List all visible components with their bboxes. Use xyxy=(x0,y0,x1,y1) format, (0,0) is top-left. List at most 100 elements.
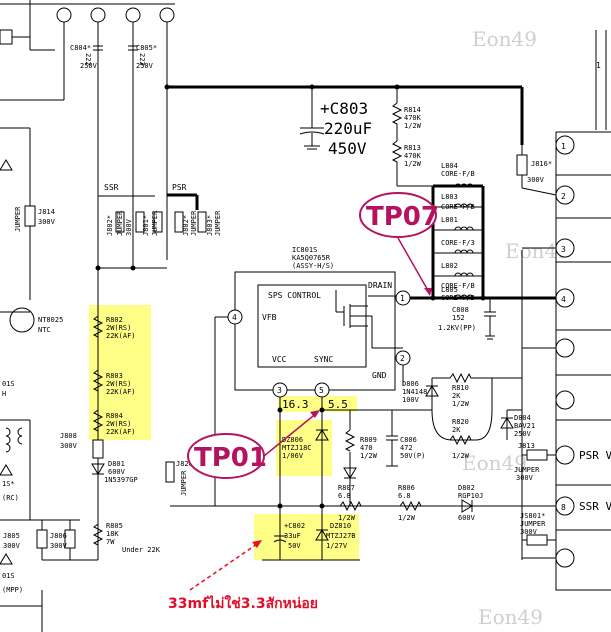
svg-text:C806: C806 xyxy=(400,436,417,444)
svg-text:JUMPER: JUMPER xyxy=(151,210,159,236)
resistor-r810: R810 2K 1/2W xyxy=(432,372,522,408)
svg-text:R805: R805 xyxy=(106,522,123,530)
pin-number: 3 xyxy=(277,386,282,395)
resistor-r804: R804 2W(RS) 22K(AF) xyxy=(92,409,136,436)
svg-text:D802: D802 xyxy=(458,484,475,492)
jumper-j820: J820* JUMPER xyxy=(165,460,197,496)
jumper-j805: J805 300V xyxy=(3,520,48,560)
svg-text:250V: 250V xyxy=(514,430,532,438)
svg-text:DZ810: DZ810 xyxy=(330,522,351,530)
svg-text:2W(RS): 2W(RS) xyxy=(106,420,131,428)
svg-text:100V: 100V xyxy=(402,396,420,404)
svg-text:TP07: TP07 xyxy=(366,202,439,232)
svg-text:NT8025: NT8025 xyxy=(38,316,63,324)
zener-dz810: DZ810 MTZJ27B 1/27V xyxy=(315,522,356,550)
pin-label-vcc: VCC xyxy=(272,355,287,364)
svg-text:R803: R803 xyxy=(106,372,123,380)
svg-text:2K: 2K xyxy=(452,426,461,434)
diode-d802: D802 RGP10J 600V xyxy=(458,484,483,522)
svg-text:R813: R813 xyxy=(404,144,421,152)
test-point-tp07: TP07 xyxy=(359,192,439,296)
svg-text:1: 1 xyxy=(596,61,601,70)
svg-text:NTC: NTC xyxy=(38,326,51,334)
svg-text:C808: C808 xyxy=(452,306,469,314)
left-label: (MPP) xyxy=(2,586,23,594)
jumper-j808: J808 300V xyxy=(60,432,104,459)
svg-text:JS801*: JS801* xyxy=(520,512,545,520)
left-label: H xyxy=(2,390,6,398)
highlight-ic-voltages xyxy=(278,396,357,412)
svg-text:J814: J814 xyxy=(38,208,55,216)
svg-text:+C803: +C803 xyxy=(320,99,368,118)
svg-text:CORE-F/B: CORE-F/B xyxy=(441,170,475,178)
svg-text:250V: 250V xyxy=(80,62,98,70)
svg-text:1N5397GP: 1N5397GP xyxy=(104,476,138,484)
voltage-sync: 5.5 xyxy=(328,398,348,411)
resistor-r807: R807 6.8 1/2W xyxy=(338,484,362,522)
svg-text:1: 1 xyxy=(561,142,566,151)
svg-text:300V: 300V xyxy=(125,218,133,236)
left-jumper-j814: JUMPER J814 300V xyxy=(14,128,56,300)
label-l805: L805 xyxy=(441,286,458,294)
left-label: (RC) xyxy=(2,494,19,502)
capacitor-c804: C804* 222 250V xyxy=(70,44,103,70)
left-transformer xyxy=(0,419,80,521)
svg-text:250V: 250V xyxy=(136,62,154,70)
ic801s: IC801S KA5Q0765R (ASSY-H/S) SPS CONTROL … xyxy=(227,246,411,411)
svg-text:3: 3 xyxy=(561,245,566,254)
svg-text:CORE-F/B: CORE-F/B xyxy=(441,282,475,290)
highlight-resistor-string xyxy=(89,305,151,440)
pin-number: 2 xyxy=(400,354,405,363)
svg-text:R802: R802 xyxy=(106,316,123,324)
label-l802: L802 xyxy=(441,262,458,270)
resistor-r806: R806 6.8 1/2W xyxy=(398,484,422,522)
svg-text:R820: R820 xyxy=(452,418,469,426)
jumper-j806: J806 300V xyxy=(50,520,76,560)
svg-text:C805*: C805* xyxy=(136,44,157,52)
svg-text:J803*: J803* xyxy=(206,215,214,236)
svg-text:J801*: J801* xyxy=(142,215,150,236)
test-point-tp01: TP01 xyxy=(187,410,320,479)
capacitor-c802: +C802 33uF 50V xyxy=(273,522,305,550)
pin-number: 4 xyxy=(232,313,237,322)
svg-text:J805: J805 xyxy=(3,532,20,540)
label-psr-v: PSR V xyxy=(579,449,611,462)
svg-text:R806: R806 xyxy=(398,484,415,492)
resistor-r809: R809 470 1/2W xyxy=(343,410,378,506)
svg-text:4: 4 xyxy=(561,295,566,304)
svg-text:300V: 300V xyxy=(527,176,545,184)
svg-text:300V: 300V xyxy=(38,218,56,226)
voltage-vcc: 16.3 xyxy=(282,398,309,411)
psr-jumpers: J802* JUMPER J803* JUMPER xyxy=(166,210,222,260)
svg-text:6.8: 6.8 xyxy=(338,492,351,500)
svg-text:R810: R810 xyxy=(452,384,469,392)
svg-text:RGP10J: RGP10J xyxy=(458,492,483,500)
svg-text:1/2W: 1/2W xyxy=(360,452,378,460)
svg-text:CORE-F/B: CORE-F/B xyxy=(441,203,475,211)
svg-text:6.8: 6.8 xyxy=(398,492,411,500)
svg-text:J808: J808 xyxy=(60,432,77,440)
svg-text:IC801S: IC801S xyxy=(292,246,317,254)
svg-text:33uF: 33uF xyxy=(284,532,301,540)
watermark: Eon49 xyxy=(462,451,527,475)
svg-text:R804: R804 xyxy=(106,412,123,420)
svg-text:R809: R809 xyxy=(360,436,377,444)
zener-dz806: DZ806 MTZJ18C 1/06V xyxy=(282,429,329,460)
svg-text:D804: D804 xyxy=(514,414,531,422)
capacitor-c806: C806 472 50V(P) xyxy=(386,410,425,467)
svg-text:300V: 300V xyxy=(516,474,534,482)
jumper-j813: J813 JUMPER 300V xyxy=(514,442,556,482)
annotation-note: 33mfไม่ใช่3.3สักหน่อย xyxy=(168,594,318,612)
svg-text:2: 2 xyxy=(561,192,566,201)
svg-text:J813: J813 xyxy=(518,442,535,450)
pin-label-sync: SYNC xyxy=(314,355,333,364)
pin-number: 5 xyxy=(319,386,324,395)
svg-text:18K: 18K xyxy=(106,530,119,538)
svg-text:D806: D806 xyxy=(402,380,419,388)
svg-text:CORE-F/3: CORE-F/3 xyxy=(441,239,475,247)
svg-text:J820*: J820* xyxy=(176,460,197,468)
highlight-c802-dz810 xyxy=(254,514,359,560)
svg-text:22K(AF): 22K(AF) xyxy=(106,428,136,436)
svg-text:152: 152 xyxy=(452,314,465,322)
resistor-r820: R820 2K 1/2W xyxy=(431,378,493,460)
